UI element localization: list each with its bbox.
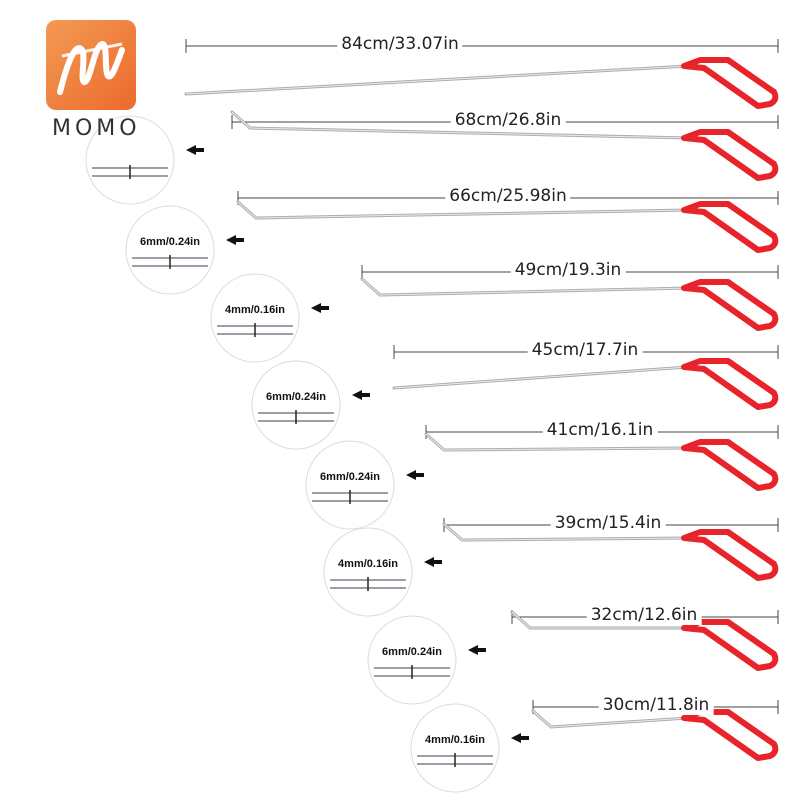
diameter-detail-4	[210, 273, 329, 363]
arrow-left-icon	[311, 303, 329, 313]
diameter-detail-6	[305, 440, 424, 530]
diameter-detail-8	[367, 615, 486, 705]
magnifier-circle	[210, 273, 300, 363]
rod-highlight	[185, 65, 689, 95]
magnifier-circle	[85, 115, 175, 205]
diameter-label: 6mm/0.24in	[140, 236, 200, 248]
diameter-label: 4mm/0.16in	[425, 734, 485, 746]
length-label: 66cm/25.98in	[445, 186, 571, 206]
rod-highlight	[443, 523, 689, 541]
diameter-detail-5	[251, 360, 370, 450]
arrow-left-icon	[511, 733, 529, 743]
rod-highlight	[231, 111, 689, 139]
red-handle	[681, 57, 779, 109]
red-handle	[681, 439, 779, 491]
length-label: 30cm/11.8in	[598, 695, 714, 715]
rod-highlight	[425, 433, 689, 451]
diameter-label: 4mm/0.16in	[225, 304, 285, 316]
red-handle	[681, 129, 779, 181]
rod-highlight	[511, 611, 688, 629]
red-handle	[681, 358, 779, 410]
magnifier-circle	[410, 703, 500, 793]
tool-5	[392, 345, 779, 410]
tool-8	[510, 610, 779, 671]
red-handle	[681, 619, 779, 671]
red-handle	[681, 709, 779, 761]
magnifier-circle	[323, 527, 413, 617]
magnifier-circle	[125, 205, 215, 295]
diameter-detail-9	[410, 703, 529, 793]
length-label: 39cm/15.4in	[550, 513, 666, 533]
magnifier-circle	[367, 615, 457, 705]
rod-highlight	[361, 278, 689, 296]
red-handle	[681, 529, 779, 581]
diameter-detail-2	[85, 115, 204, 205]
magnifier-circle	[251, 360, 341, 450]
rod-highlight	[532, 710, 689, 728]
length-label: 84cm/33.07in	[337, 34, 463, 54]
diameter-detail-7	[323, 527, 442, 617]
diameter-label: 4mm/0.16in	[338, 558, 398, 570]
red-handle	[681, 201, 779, 253]
arrow-left-icon	[186, 145, 204, 155]
brand-name: MOMO	[52, 116, 141, 141]
length-label: 41cm/16.1in	[542, 420, 658, 440]
arrow-left-icon	[468, 645, 486, 655]
rod-highlight	[393, 366, 689, 389]
length-label: 45cm/17.7in	[527, 340, 643, 360]
arrow-left-icon	[226, 235, 244, 245]
steel-rod	[360, 277, 690, 297]
red-handle	[681, 279, 779, 331]
diameter-label: 6mm/0.24in	[266, 391, 326, 403]
length-label: 32cm/12.6in	[586, 605, 702, 625]
magnifier-circle	[305, 440, 395, 530]
arrow-left-icon	[406, 470, 424, 480]
tool-1	[184, 39, 779, 109]
diameter-label: 6mm/0.24in	[320, 471, 380, 483]
rod-highlight	[237, 201, 689, 219]
length-label: 68cm/26.8in	[450, 110, 566, 130]
brand-logo	[46, 20, 136, 110]
length-label: 49cm/19.3in	[510, 260, 626, 280]
tool-7	[442, 518, 779, 581]
arrow-left-icon	[424, 557, 442, 567]
diameter-label: 6mm/0.24in	[382, 646, 442, 658]
arrow-left-icon	[352, 390, 370, 400]
diameter-detail-3	[125, 205, 244, 295]
